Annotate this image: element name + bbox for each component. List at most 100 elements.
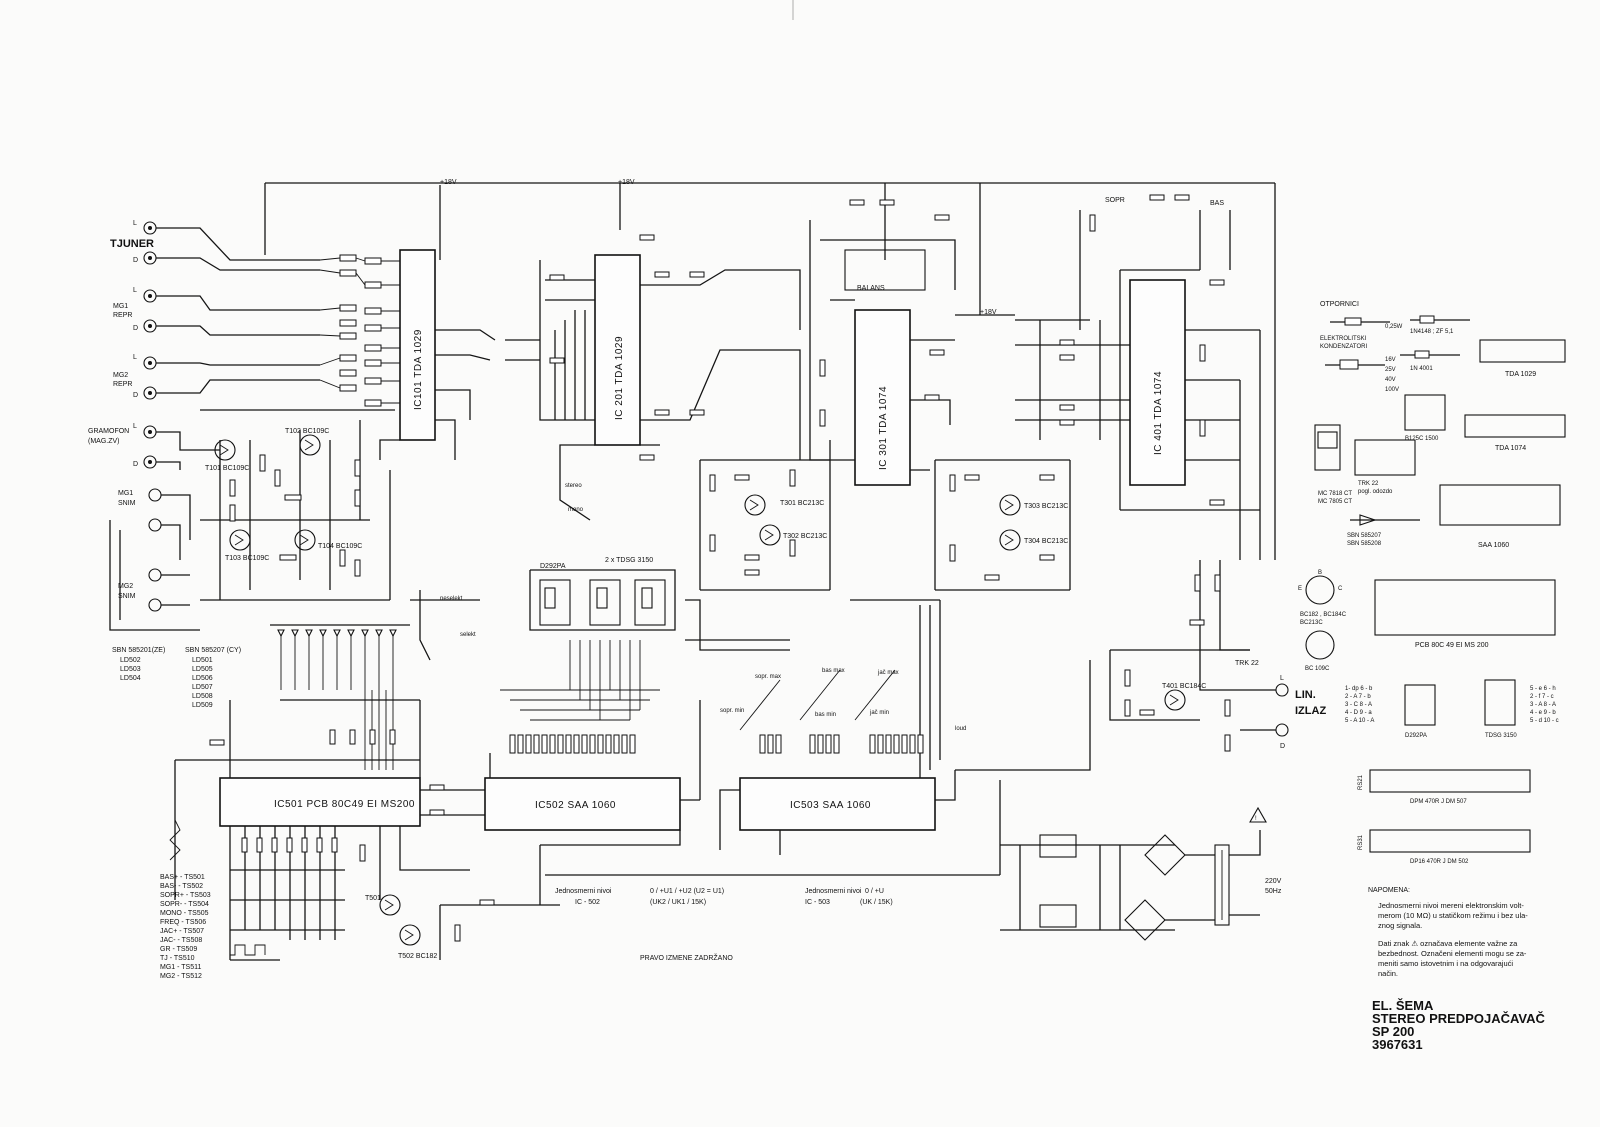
otpornici-diodes: 1N4148 ; ZF 5,1 bbox=[1410, 329, 1454, 335]
switch-jac-plus: JAC+ - TS507 bbox=[160, 928, 204, 935]
t102-label: T102 BC109C bbox=[285, 428, 329, 435]
dp16-label: DP16 470R J DM 502 bbox=[1410, 859, 1469, 865]
t301-label: T301 BC213C bbox=[780, 500, 824, 507]
t502-label: T502 BC182 bbox=[398, 953, 437, 960]
mg2snim-label-2: SNIM bbox=[118, 593, 136, 600]
jednosmerni-503-3: IC - 503 bbox=[805, 899, 830, 906]
mg1snim-label: MG1 bbox=[118, 490, 133, 497]
ic201-body bbox=[594, 254, 641, 446]
t304-label: T304 BC213C bbox=[1024, 538, 1068, 545]
switch-sopr-minus: SOPR- - TS504 bbox=[160, 901, 209, 908]
supply-18v-label: +18V bbox=[440, 179, 457, 186]
ic401-label: IC 401 TDA 1074 bbox=[1153, 371, 1164, 455]
title-line3: SP 200 bbox=[1372, 1024, 1414, 1039]
pin-e: E bbox=[1298, 586, 1302, 592]
ic101-label: IC101 TDA 1029 bbox=[413, 329, 424, 410]
led-row bbox=[270, 624, 410, 700]
switch-mono: MONO - TS505 bbox=[160, 910, 209, 917]
gramofon-label-2: (MAG.ZV) bbox=[88, 438, 120, 445]
ic501-body bbox=[219, 777, 421, 827]
title-line4: 3967631 bbox=[1372, 1037, 1423, 1052]
led-legend-left-1: LD502 bbox=[120, 657, 141, 664]
title-line1: EL. ŠEMA bbox=[1372, 998, 1434, 1013]
ic401-wiring bbox=[1015, 194, 1261, 560]
rs21-label: RS21 bbox=[1358, 774, 1364, 790]
elko-25v: 25V bbox=[1385, 367, 1396, 373]
jednosmerni-502-2: 0 / +U1 / +U2 (U2 = U1) bbox=[650, 888, 724, 895]
ic301-label: IC 301 TDA 1074 bbox=[878, 386, 889, 470]
tda1074-pkg: TDA 1074 bbox=[1495, 445, 1526, 452]
output-left: L bbox=[1280, 675, 1284, 682]
napomena-title: NAPOMENA: bbox=[1368, 887, 1410, 894]
lin-izlaz-label-2: IZLAZ bbox=[1295, 705, 1326, 717]
ic503-wiring bbox=[545, 660, 1091, 876]
otpornici-label: OTPORNICI bbox=[1320, 301, 1359, 308]
mg1repr-label: MG1 bbox=[113, 303, 128, 310]
led-legend-right-6: LD509 bbox=[192, 702, 213, 709]
led-legend-right-title: SBN 585207 (CY) bbox=[185, 647, 241, 654]
bc182-pkg: BC182 , BC184C bbox=[1300, 612, 1347, 618]
sbn-pkg-2: SBN 585208 bbox=[1347, 541, 1382, 547]
seg-right-2: 2 - f 7 - c bbox=[1530, 694, 1554, 700]
bas-label: BAS bbox=[1210, 200, 1224, 207]
dpm470-label: DPM 470R J DM 507 bbox=[1410, 799, 1467, 805]
ic101-body bbox=[399, 249, 436, 441]
sopr-control-stage bbox=[934, 459, 1071, 591]
switch-gr: GR - TS509 bbox=[160, 946, 197, 953]
switch-bas-plus: BAS+ - TS501 bbox=[160, 874, 205, 881]
supply-18v-label-2: +18V bbox=[618, 179, 635, 186]
svg-text:!: ! bbox=[1255, 816, 1257, 822]
mg2snim-label: MG2 bbox=[118, 583, 133, 590]
balance-section bbox=[770, 199, 956, 471]
seg-right-3: 3 - A 8 - A bbox=[1530, 702, 1556, 708]
seg-right-5: 5 - d 10 - c bbox=[1530, 718, 1559, 724]
mg1repr-l: L bbox=[133, 287, 137, 294]
led-legend-right-5: LD508 bbox=[192, 693, 213, 700]
gramofon-l: L bbox=[133, 423, 137, 430]
ic502-wiring bbox=[489, 700, 701, 905]
seg-left-2: 2 - A 7 - b bbox=[1345, 694, 1371, 700]
elko-100v: 100V bbox=[1385, 387, 1399, 393]
led-legend-right-3: LD506 bbox=[192, 675, 213, 682]
balans-label: BALANS bbox=[857, 285, 885, 292]
tda1029-pkg: TDA 1029 bbox=[1505, 371, 1536, 378]
title-line2: STEREO PREDPOJAČAVAČ bbox=[1372, 1011, 1545, 1026]
ic503-label: IC503 SAA 1060 bbox=[790, 800, 871, 811]
napomena-note1-3: znog signala. bbox=[1378, 921, 1422, 930]
ic503-body bbox=[739, 777, 936, 831]
ic502-label: IC502 SAA 1060 bbox=[535, 800, 616, 811]
tuner-label: TJUNER bbox=[110, 238, 154, 250]
tuner-d: D bbox=[133, 257, 138, 264]
output-right: D bbox=[1280, 743, 1285, 750]
stereo-mono-switch-label: stereo bbox=[565, 483, 582, 489]
ic201-wiring bbox=[505, 234, 770, 521]
led-legend-right-1: LD501 bbox=[192, 657, 213, 664]
pcb-pkg: PCB 80C 49 EI MS 200 bbox=[1415, 642, 1489, 649]
switch-freq: FREQ - TS506 bbox=[160, 919, 206, 926]
jednosmerni-503-4: (UK / 15K) bbox=[860, 899, 893, 906]
switch-sopr-plus: SOPR+ - TS503 bbox=[160, 892, 211, 899]
input-resistors bbox=[319, 254, 405, 407]
t103-label: T103 BC109C bbox=[225, 555, 269, 562]
tdsg-label: 2 x TDSG 3150 bbox=[605, 557, 653, 564]
elko-16v: 16V bbox=[1385, 357, 1396, 363]
switch-tj: TJ - TS510 bbox=[160, 955, 195, 962]
power-supply: ! bbox=[1000, 806, 1267, 941]
rs31-label: RS31 bbox=[1358, 834, 1364, 850]
bas-min: bas min bbox=[815, 712, 836, 718]
b125c-pkg: B125C 1500 bbox=[1405, 436, 1439, 442]
mg1repr-label-2: REPR bbox=[113, 312, 132, 319]
selekt-label: selekt bbox=[460, 632, 476, 638]
sbn-pkg: SBN 585207 bbox=[1347, 533, 1382, 539]
stereo-mono-switch-label-2: mono bbox=[568, 507, 584, 513]
otpornici-power: 0,25W bbox=[1385, 324, 1403, 330]
bc213-pkg: BC213C bbox=[1300, 620, 1323, 626]
tdsg3150-pkg: TDSG 3150 bbox=[1485, 733, 1517, 739]
led-legend-left-3: LD504 bbox=[120, 675, 141, 682]
bas-max: bas max bbox=[822, 668, 845, 674]
output-section bbox=[1109, 560, 1289, 752]
loud-label: loud bbox=[955, 726, 966, 732]
seg-right-1: 5 - e 6 - h bbox=[1530, 686, 1556, 692]
trk22-label: TRK 22 bbox=[1235, 660, 1259, 667]
